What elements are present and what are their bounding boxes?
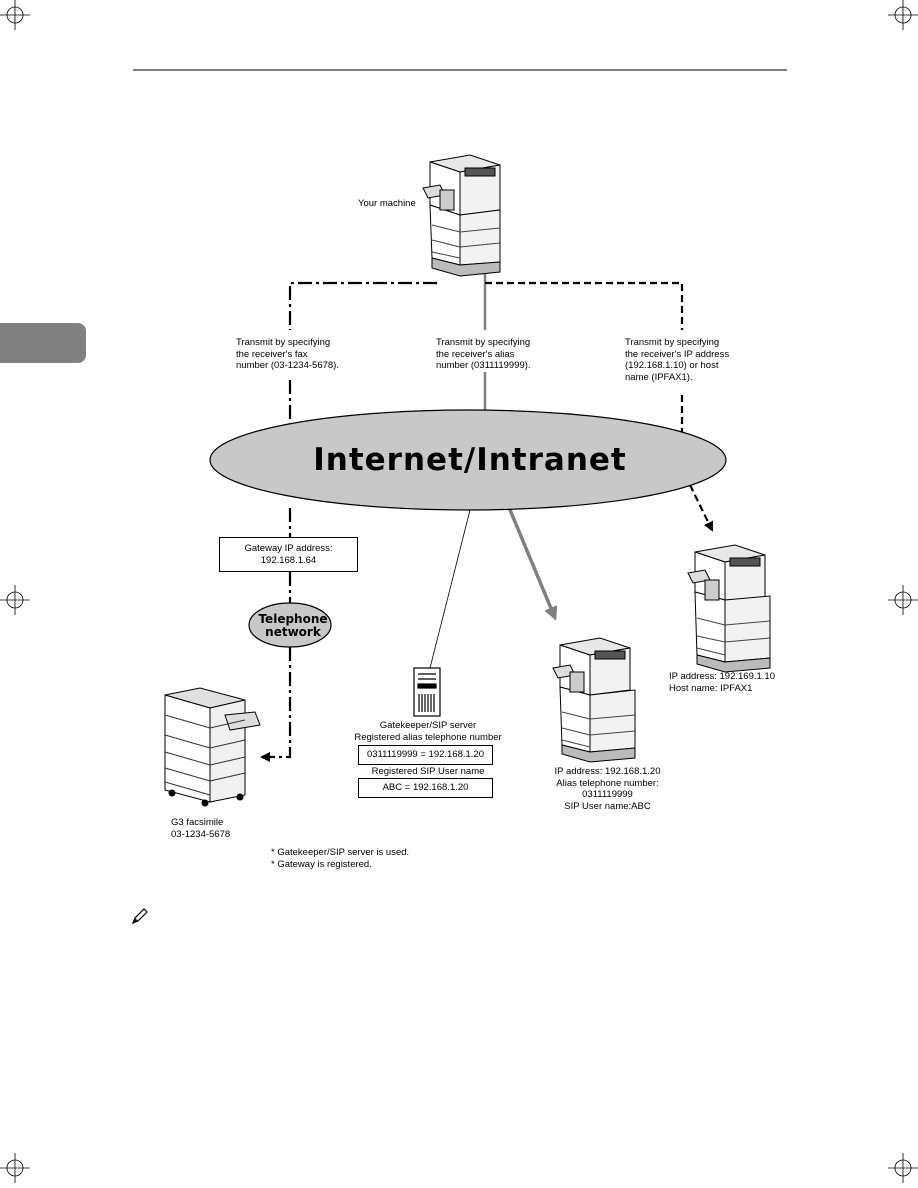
network-label: Internet/Intranet: [313, 442, 627, 478]
ip-route-text: Transmit by specifying the receiver's IP…: [625, 337, 730, 383]
sip-registration-box: ABC = 192.168.1.20: [358, 778, 493, 798]
g3-facsimile-icon: [164, 687, 261, 807]
server-icon: [413, 667, 441, 717]
server-link-line: [429, 509, 471, 669]
server-label: Gatekeeper/SIP server Registered alias t…: [354, 720, 502, 743]
receiver1-arrow: [506, 504, 558, 621]
receiver1-machine-icon: [552, 637, 636, 763]
gateway-box: Gateway IP address: 192.168.1.64: [219, 537, 358, 572]
receiver1-label: IP address: 192.168.1.20 Alias telephone…: [554, 766, 661, 812]
chapter-tab: [0, 323, 86, 363]
receiver2-machine-icon: [687, 544, 771, 673]
alias-route-text: Transmit by specifying the receiver's al…: [436, 337, 531, 371]
fax-route-text: Transmit by specifying the receiver's fa…: [236, 337, 339, 371]
telephone-network-label: Telephone network: [258, 612, 328, 639]
your-machine-icon: [422, 154, 501, 277]
your-machine-label: Your machine: [358, 198, 416, 209]
ip-route-line: [485, 281, 713, 532]
g3-facsimile-label: G3 facsimile 03-1234-5678: [171, 817, 231, 840]
receiver2-label: IP address: 192.169.1.10 Host name: IPFA…: [669, 671, 775, 694]
fax-route-line: [260, 281, 437, 762]
note-pencil-icon: [131, 908, 148, 925]
alias-registration-box: 0311119999 = 192.168.1.20: [358, 745, 493, 765]
sip-user-heading: Registered SIP User name: [371, 766, 485, 777]
footnotes: * Gatekeeper/SIP server is used. * Gatew…: [271, 847, 410, 870]
